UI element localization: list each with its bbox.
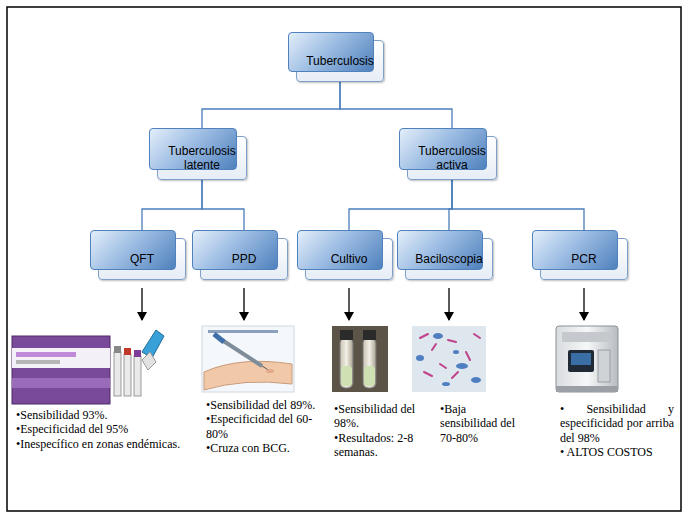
box-text-group: PPD xyxy=(232,252,257,266)
box-label: Tuberculosis activa xyxy=(414,144,490,173)
box-label: Baciloscopia xyxy=(415,252,482,266)
process-box: Tuberculosis activa xyxy=(407,136,497,180)
box-label: Tuberculosis latente xyxy=(164,144,240,173)
pointer-arrows xyxy=(142,288,584,320)
pcr-machine-picture xyxy=(556,326,618,392)
box-text-group: Baciloscopia xyxy=(415,252,482,266)
note-column: • Sensibilidad y especificidad por arrib… xyxy=(560,402,674,460)
note-text: •Baja sensibilidad del 70-80% xyxy=(440,402,526,445)
note-text: • Sensibilidad y especificidad por arrib… xyxy=(560,402,674,445)
note-text: • ALTOS COSTOS xyxy=(560,445,674,459)
process-box: QFT xyxy=(98,238,186,280)
frame xyxy=(7,7,681,511)
note-column: •Sensibilidad del 98%.•Resultados: 2-8 s… xyxy=(334,402,430,460)
box-label: Tuberculosis xyxy=(306,54,374,68)
note-column: •Sensibilidad del 89%.•Especificidad del… xyxy=(206,398,332,456)
process-box: Cultivo xyxy=(305,238,393,280)
note-text: •Resultados: 2-8 semanas. xyxy=(334,431,430,460)
box-text-group: Cultivo xyxy=(331,252,368,266)
box-label: PPD xyxy=(232,252,257,266)
box-text-group: Tuberculosis latente xyxy=(164,144,240,173)
note-text: •Inespecífico en zonas endémicas. xyxy=(16,437,184,451)
process-box: Baciloscopia xyxy=(405,238,493,280)
note-text: •Sensibilidad del 89%. xyxy=(206,398,332,412)
smear-microscopy-picture xyxy=(412,326,486,392)
note-text: •Cruza con BCG. xyxy=(206,441,332,455)
box-text-group: Tuberculosis activa xyxy=(414,144,490,173)
culture-tubes-picture xyxy=(332,326,388,392)
note-text: •Sensibilidad del 98%. xyxy=(334,402,430,431)
process-box: PPD xyxy=(200,238,288,280)
box-text-group: PCR xyxy=(571,252,596,266)
note-text: •Sensibilidad 93%. xyxy=(16,408,184,422)
box-text-group: QFT xyxy=(130,252,154,266)
box-text-group: Tuberculosis xyxy=(306,54,374,68)
box-label: PCR xyxy=(571,252,596,266)
box-label: QFT xyxy=(130,252,154,266)
note-column: •Baja sensibilidad del 70-80% xyxy=(440,402,526,445)
note-text: •Especificidad del 95% xyxy=(16,422,184,436)
box-label: Cultivo xyxy=(331,252,368,266)
note-column: •Sensibilidad 93%.•Especificidad del 95%… xyxy=(16,408,184,451)
process-box: Tuberculosis latente xyxy=(157,136,247,180)
qft-kit-picture xyxy=(12,330,164,404)
note-text: •Especificidad del 60-80% xyxy=(206,412,332,441)
process-box: Tuberculosis xyxy=(296,40,384,82)
ppd-injection-picture xyxy=(202,326,294,392)
process-box: PCR xyxy=(540,238,628,280)
